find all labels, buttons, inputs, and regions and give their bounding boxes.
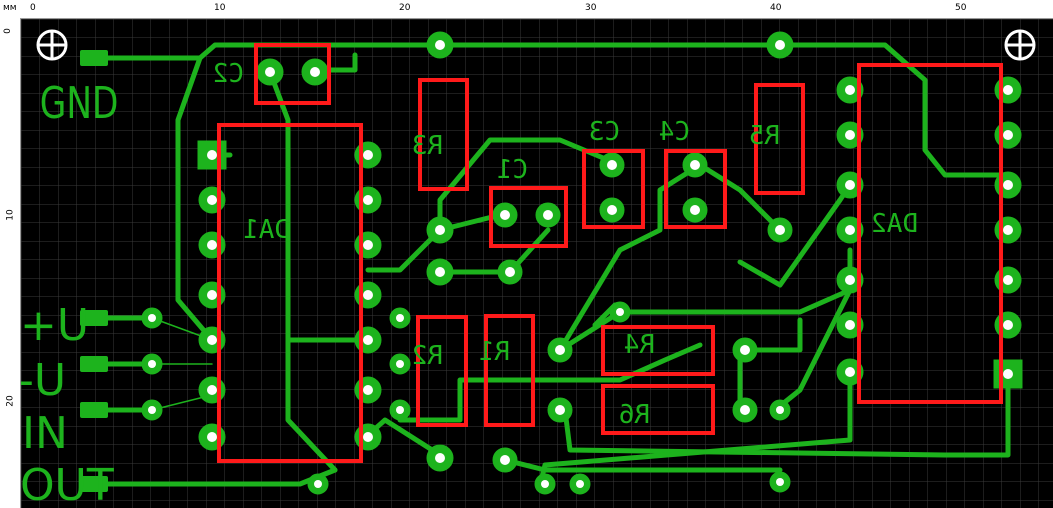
label-gnd: GND [40,78,119,129]
ruler-top-label: 40 [770,3,782,13]
mounting-hole [36,29,68,61]
ruler-top-label: 10 [214,3,226,13]
r4-outline [601,325,715,376]
ruler-left: 0 10 20 [0,18,21,508]
c1-outline [489,186,568,248]
label-r6: R6 [619,400,650,430]
r2-outline [416,315,468,427]
pad-holes [148,40,1013,488]
label-c2: C2 [213,59,244,89]
label-da2: DA2 [871,209,918,239]
ruler-top-label: 50 [955,3,967,13]
label-in: IN [22,408,68,459]
r3-outline [418,78,469,191]
label-out: OUT [21,460,114,508]
ruler-unit: мм [3,3,17,13]
label-r5: R5 [749,121,780,151]
label-c4: C4 [659,117,690,147]
r5-outline [754,83,805,195]
label-c1: C1 [497,155,528,185]
c2-outline [254,43,331,105]
da1-outline [217,123,363,463]
ruler-left-label: 10 [5,209,16,221]
r6-outline [601,384,715,435]
c4-outline [664,149,727,229]
ruler-left-label: 0 [2,28,13,34]
ruler-left-label: 20 [5,395,16,407]
label-da1: DA1 [243,215,290,245]
label-r1: R1 [479,337,510,367]
ruler-top-label: 0 [30,3,36,13]
r1-outline [484,314,535,427]
component-outlines [217,43,1003,463]
label-r3: R3 [412,131,443,161]
ruler-top-label: 30 [585,3,597,13]
da2-outline [857,63,1003,404]
grid-background [21,19,1053,508]
label-c3: C3 [589,117,620,147]
mounting-hole [1004,29,1036,61]
label-r4: R4 [624,330,655,360]
label-minus-u: -U [21,355,66,406]
label-r2: R2 [412,341,443,371]
label-plus-u: +U [21,300,89,351]
pcb-canvas[interactable]: GND +U -U IN OUT C2 DA1 R3 C1 C3 C4 R5 D… [21,19,1053,508]
c3-outline [582,149,645,229]
ruler-top: мм 0 10 20 30 40 50 [0,0,1053,19]
ruler-top-label: 20 [399,3,411,13]
connector-pads [80,50,108,492]
